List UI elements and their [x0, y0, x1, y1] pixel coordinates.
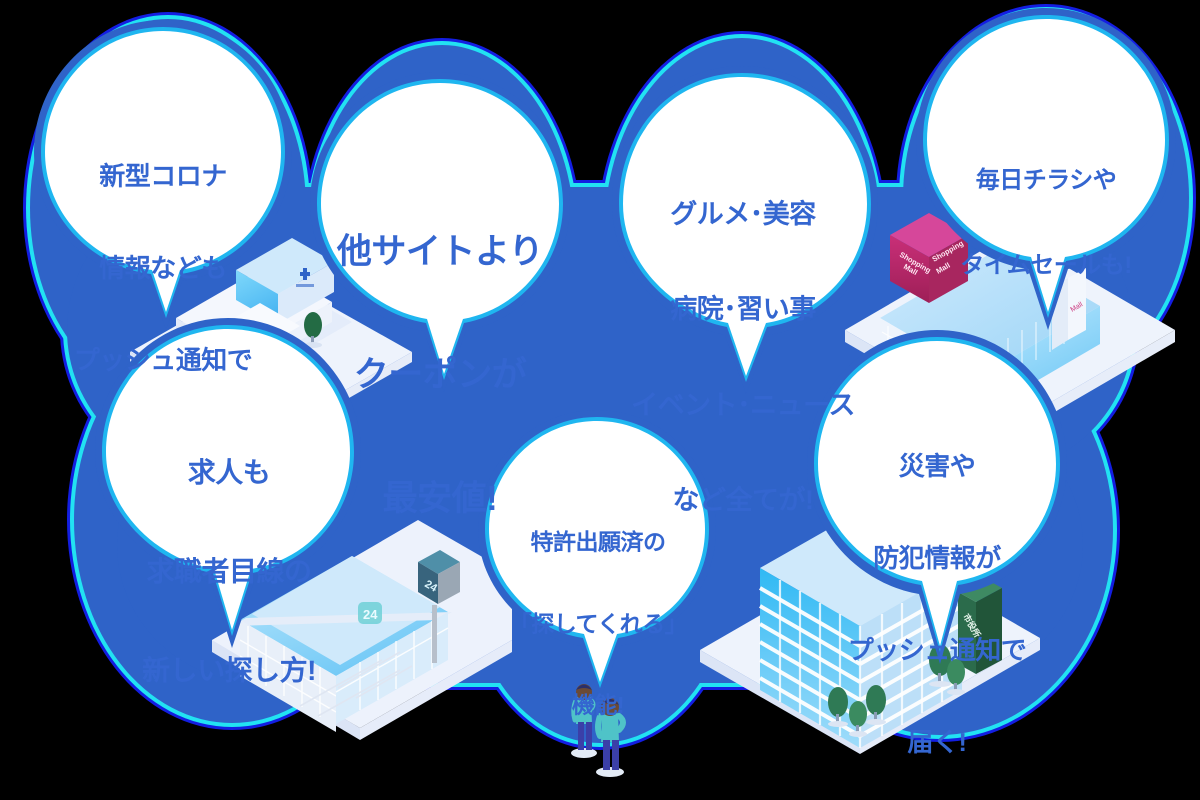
person-a — [571, 684, 597, 758]
store-24-sign-text: 24 — [363, 607, 378, 622]
bubble-shape-jobs-seeker[interactable] — [95, 318, 361, 648]
bubble-text-patent-search: 特許出願済の 「探してくれる」 機能! — [480, 475, 716, 773]
bubble-shape-flyer-timesale[interactable] — [916, 8, 1176, 330]
bubble-text-disaster-crime: 災害や 防犯情報が プッシュ通知で 届く! — [808, 390, 1066, 800]
bubble-line: 新型コロナ — [99, 161, 227, 192]
bubble-line: 求職者目線の — [146, 556, 312, 588]
store-24-sign: 24 — [358, 602, 382, 624]
bubble-shape-covid-push[interactable] — [34, 20, 292, 330]
bubble-shape-coupon-lowest[interactable] — [310, 72, 570, 392]
bubble-line: 最安値! — [382, 479, 498, 519]
bubble-line: 「探してくれる」 — [508, 610, 688, 637]
bubble-line: プッシュ通知で — [847, 635, 1027, 666]
bubble-line: 防犯情報が — [873, 543, 1001, 574]
bubble-text-categories-all: グルメ･美容 病院･習い事 イベント･ニュース など全てが! — [610, 135, 876, 581]
bubble-line: タイムセールも! — [960, 251, 1132, 279]
bubble-line: 病院･習い事 — [670, 294, 816, 325]
bubble-line: 情報なども — [99, 253, 227, 284]
hospital-cross-icon — [296, 268, 314, 287]
bubble-shape-patent-search[interactable] — [478, 410, 716, 700]
bubble-text-covid-push: 新型コロナ 情報なども プッシュ通知で — [33, 100, 293, 437]
bubble-line: クーポンが — [353, 355, 527, 395]
bubble-line: 新しい探し方! — [142, 655, 316, 687]
bubble-line: 毎日チラシや — [975, 166, 1117, 194]
person-b — [595, 698, 626, 777]
bubble-line: など全てが! — [672, 485, 815, 516]
bubble-line: 他サイトより — [336, 231, 544, 271]
bubble-text-flyer-timesale: 毎日チラシや タイムセールも! — [916, 110, 1176, 337]
bubble-line: プッシュ通知で — [73, 345, 253, 376]
bubble-shape-categories-all[interactable] — [612, 66, 878, 394]
pole-24-sign: 24 — [418, 550, 460, 663]
bubble-line: 災害や — [898, 451, 976, 482]
bubble-line: イベント･ニュース — [631, 389, 855, 420]
bubble-line: 機能! — [571, 692, 625, 718]
people-with-phones — [571, 684, 626, 777]
bubble-line: 届く! — [907, 727, 967, 758]
bubble-text-jobs-seeker: 求人も 求職者目線の 新しい探し方! — [98, 390, 360, 753]
bubble-shape-disaster-crime[interactable] — [807, 330, 1067, 664]
bubble-line: 特許出願済の — [530, 529, 667, 556]
bubble-text-coupon-lowest: 他サイトより クーポンが 最安値! — [310, 148, 570, 602]
convenience-store-scene: 24 24 — [212, 520, 512, 740]
bubble-line: グルメ･美容 — [670, 198, 816, 229]
bubble-line: 求人も — [187, 457, 271, 489]
